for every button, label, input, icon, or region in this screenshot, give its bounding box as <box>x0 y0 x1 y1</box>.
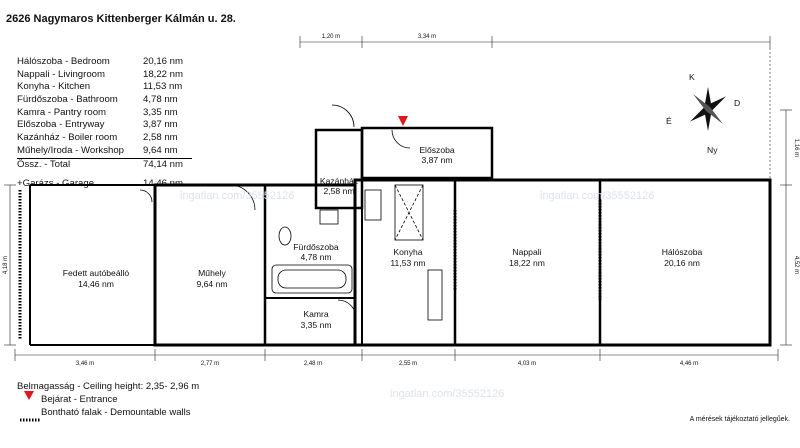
area-name: Hálószoba - Bedroom <box>17 56 110 67</box>
room-haloszoba-name: Hálószoba <box>662 247 703 257</box>
page-title: 2626 Nagymaros Kittenberger Kálmán u. 28… <box>6 13 236 25</box>
legend-entrance-icon <box>24 391 34 400</box>
dim-right-2: 4,52 m <box>793 256 799 274</box>
room-konyha-name: Konyha <box>393 247 422 257</box>
room-eloszoba-area: 3,87 nm <box>421 155 452 165</box>
area-value: 3,87 nm <box>143 119 178 131</box>
room-kamra-name: Kamra <box>303 309 329 319</box>
area-row: Kamra - Pantry room 3,35 nm <box>17 107 192 120</box>
compass <box>689 87 727 131</box>
room-nappali-area: 18,22 nm <box>509 258 545 268</box>
area-name: Össz. - Total <box>17 158 71 170</box>
room-muhely-name: Műhely <box>198 268 226 278</box>
area-name: Előszoba - Entryway <box>17 119 105 131</box>
legend: Belmagasság - Ceiling height: 2,35- 2,96… <box>17 380 199 419</box>
dim-bottom-1: 3,46 m <box>76 361 94 367</box>
dim-bottom-6: 4,46 m <box>680 361 698 367</box>
area-row: Műhely/Iroda - Workshop 9,64 nm <box>17 145 192 159</box>
area-name: Fürdőszoba - Bathroom <box>17 94 118 106</box>
entrance-marker <box>398 116 408 126</box>
dim-top-2: 3,34 m <box>418 34 436 40</box>
room-kazanhaz-area: 2,58 nm <box>323 186 354 196</box>
compass-d: D <box>734 98 740 108</box>
room-kamra-area: 3,35 nm <box>300 320 331 330</box>
footnote: A mérések tájékoztató jellegűek. <box>689 416 790 423</box>
area-value: 3,35 nm <box>143 106 178 118</box>
room-garage-name: Fedett autóbeálló <box>63 268 130 278</box>
dim-bottom-3: 2,48 m <box>304 361 322 367</box>
area-value: 2,58 nm <box>143 132 178 144</box>
dim-bottom-2: 2,77 m <box>201 361 219 367</box>
area-row: Nappali - Livingroom 18,22 nm <box>17 69 192 82</box>
watermark: ingatlan.com/35552126 <box>390 388 505 400</box>
room-konyha-area: 11,53 nm <box>390 258 425 268</box>
area-value: 18,22 nm <box>143 68 184 80</box>
legend-walls: Bontható falak - Demountable walls <box>17 406 199 419</box>
area-name: Kazánház - Boiler room <box>17 132 118 144</box>
area-name: Konyha - Kitchen <box>17 81 91 93</box>
area-value: 9,64 nm <box>143 144 178 156</box>
walls <box>29 126 772 347</box>
dim-bottom-4: 2,55 m <box>399 361 417 367</box>
compass-e: É <box>666 116 672 126</box>
room-kazanhaz-name: Kazánház <box>320 176 358 186</box>
room-furdoszoba-name: Fürdőszoba <box>293 242 339 252</box>
dim-right-1: 1,16 m <box>793 139 799 157</box>
demountable-walls <box>18 190 772 340</box>
room-furdoszoba-area: 4,78 nm <box>300 252 331 262</box>
room-nappali-name: Nappali <box>512 247 541 257</box>
area-row: Hálószoba - Bedroom 20,16 nm <box>17 56 192 69</box>
area-value: 74,14 nm <box>143 158 184 170</box>
dim-bottom-5: 4,03 m <box>518 361 536 367</box>
area-row: Fürdőszoba - Bathroom 4,78 nm <box>17 94 192 107</box>
room-eloszoba-name: Előszoba <box>419 145 455 155</box>
legend-ceiling: Belmagasság - Ceiling height: 2,35- 2,96… <box>17 381 200 392</box>
area-name: Műhely/Iroda - Workshop <box>17 144 124 156</box>
area-row: Kazánház - Boiler room 2,58 nm <box>17 132 192 145</box>
dim-left: 4,18 m <box>3 256 9 274</box>
area-name: Nappali - Livingroom <box>17 68 105 80</box>
area-row: Előszoba - Entryway 3,87 nm <box>17 119 192 132</box>
dim-top-1: 1,20 m <box>322 34 340 40</box>
room-garage-area: 14,46 nm <box>78 279 114 289</box>
legend-walls-label: Bontható falak - Demountable walls <box>41 407 191 418</box>
area-row: Konyha - Kitchen 11,53 nm <box>17 81 192 94</box>
area-value: 11,53 nm <box>143 81 183 93</box>
area-value: 20,16 nm <box>143 56 184 67</box>
area-name: Kamra - Pantry room <box>17 106 107 118</box>
room-haloszoba-area: 20,16 nm <box>664 258 700 268</box>
fixtures <box>139 104 443 321</box>
legend-entrance: Bejárat - Entrance <box>17 393 199 406</box>
watermark: ingatlan.com/35552126 <box>540 190 655 202</box>
compass-ny: Ny <box>707 145 718 155</box>
area-row: Össz. - Total 74,14 nm <box>17 159 192 172</box>
area-value: 4,78 nm <box>143 94 178 106</box>
dimension-lines <box>4 36 792 361</box>
legend-entrance-label: Bejárat - Entrance <box>41 394 118 405</box>
compass-k: K <box>689 72 695 82</box>
watermark: ingatlan.com/35552126 <box>180 190 295 202</box>
room-muhely-area: 9,64 nm <box>196 279 227 289</box>
area-name: +Garázs - Garage <box>17 178 95 190</box>
